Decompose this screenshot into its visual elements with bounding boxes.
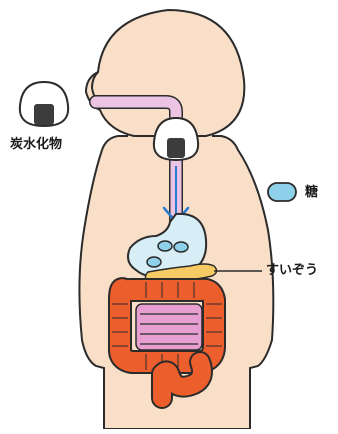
carbohydrate-label: 炭水化物 xyxy=(10,138,62,151)
sugar-label: 糖 xyxy=(305,186,318,199)
pancreas-label: すいぞう xyxy=(266,264,318,277)
sugar-capsule-icon xyxy=(268,183,296,201)
small-intestine xyxy=(136,304,202,350)
rice-ball-in-throat xyxy=(154,118,198,160)
rice-ball-icon xyxy=(20,82,68,126)
head xyxy=(86,10,244,136)
